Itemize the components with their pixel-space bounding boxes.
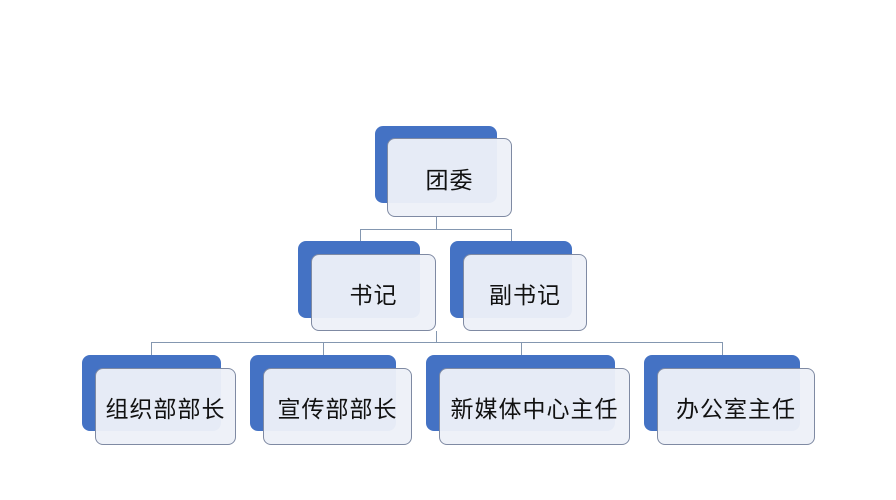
connector-level2-stem bbox=[436, 331, 437, 343]
node-label: 办公室主任 bbox=[676, 396, 796, 423]
node-tuanwei: 团委 bbox=[375, 126, 512, 217]
node-box: 组织部部长 bbox=[95, 368, 236, 445]
node-xuanchuanbu-buzhang: 宣传部部长 bbox=[250, 355, 412, 445]
node-label: 宣传部部长 bbox=[277, 396, 398, 423]
node-xinmeiti-zhongxin-zhuren: 新媒体中心主任 bbox=[426, 355, 630, 445]
node-box: 团委 bbox=[387, 138, 512, 217]
connector-root-stem bbox=[436, 217, 437, 229]
node-zuzhibu-buzhang: 组织部部长 bbox=[82, 355, 236, 445]
node-box: 新媒体中心主任 bbox=[439, 368, 630, 445]
connector-to-zuzhi bbox=[151, 342, 152, 355]
node-label: 书记 bbox=[349, 282, 398, 309]
node-label: 副书记 bbox=[489, 282, 561, 309]
node-fushuji: 副书记 bbox=[450, 241, 587, 331]
node-label: 新媒体中心主任 bbox=[450, 396, 619, 423]
connector-to-fushuji bbox=[511, 229, 512, 241]
node-label: 团委 bbox=[425, 167, 474, 194]
node-box: 书记 bbox=[311, 254, 436, 331]
node-box: 宣传部部长 bbox=[263, 368, 412, 445]
connector-to-bangongshi bbox=[722, 342, 723, 355]
connector-level3-bar bbox=[151, 342, 723, 343]
node-box: 副书记 bbox=[463, 254, 587, 331]
node-shuji: 书记 bbox=[298, 241, 436, 331]
connector-to-xinmeiti bbox=[521, 342, 522, 355]
connector-to-shuji bbox=[360, 229, 361, 241]
node-bangongshi-zhuren: 办公室主任 bbox=[644, 355, 815, 445]
connector-level2-bar bbox=[360, 229, 512, 230]
node-label: 组织部部长 bbox=[105, 396, 226, 423]
node-box: 办公室主任 bbox=[657, 368, 815, 445]
connector-to-xuanchuan bbox=[323, 342, 324, 355]
